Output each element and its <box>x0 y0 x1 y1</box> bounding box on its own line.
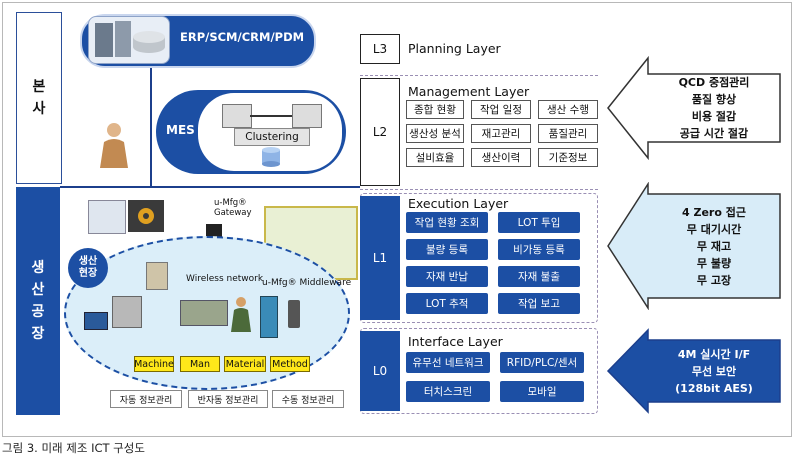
qcd-text: QCD 중점관리 품질 향상 비용 절감 공급 시간 절감 <box>678 76 750 140</box>
hq-band: 본 사 <box>16 12 62 184</box>
worker-icon <box>228 296 254 332</box>
layer-code-l2: L2 <box>360 78 400 186</box>
execution-cell: 작업 보고 <box>498 293 580 314</box>
interface-cell: 터치스크린 <box>406 381 490 402</box>
interface-cell: 모바일 <box>500 381 584 402</box>
execution-cell: 불량 등록 <box>406 239 488 260</box>
layer-title-l3: Planning Layer <box>408 41 501 56</box>
erp-label: ERP/SCM/CRM/PDM <box>180 30 305 44</box>
info-auto: 자동 정보관리 <box>110 390 182 408</box>
material-icon <box>260 296 278 338</box>
layer-code-l0: L0 <box>360 331 400 411</box>
site-label: 생산 현장 <box>78 256 98 279</box>
m4-machine: Machine <box>134 356 174 372</box>
layer-title-l2: Management Layer <box>408 84 530 99</box>
monitor-icon <box>84 312 108 330</box>
cluster-server-left-icon <box>222 104 252 128</box>
site-badge: 생산 현장 <box>68 248 108 288</box>
execution-grid: 작업 현황 조회 LOT 투입 불량 등록 비가동 등록 자재 반납 자재 불출… <box>406 212 580 314</box>
qcd-arrow-shape <box>607 56 781 160</box>
network-bus <box>60 186 360 188</box>
divider-2 <box>360 189 598 190</box>
management-grid: 종합 현황 작업 일정 생산 수행 생산성 분석 재고관리 품질관리 설비효율 … <box>406 100 598 167</box>
figure-caption: 그림 3. 미래 제조 ICT 구성도 <box>2 441 145 455</box>
execution-cell: LOT 추적 <box>406 293 488 314</box>
gear-icon <box>128 200 164 232</box>
interface-cell: RFID/PLC/센서 <box>500 352 584 373</box>
interface-grid: 유무선 네트워크 RFID/PLC/센서 터치스크린 모바일 <box>406 352 584 402</box>
management-cell: 생산성 분석 <box>406 124 464 143</box>
layer-code-l1: L1 <box>360 196 400 320</box>
cluster-server-right-icon <box>292 104 322 128</box>
factory-band: 생 산 공 장 <box>16 187 60 415</box>
clustering-label: Clustering <box>234 128 310 146</box>
m4-material: Material <box>224 356 266 372</box>
execution-cell: 자재 불출 <box>498 266 580 287</box>
layer-title-l1: Execution Layer <box>408 196 509 211</box>
execution-cell: 작업 현황 조회 <box>406 212 488 233</box>
zero-text: 4 Zero 접근 무 대기시간 무 재고 무 불량 무 고장 <box>682 205 746 287</box>
realtime-text: 4M 실시간 I/F 무선 보안 (128bit AES) <box>675 347 753 395</box>
management-cell: 생산 수행 <box>538 100 598 119</box>
manager-person-icon <box>94 120 134 170</box>
execution-cell: LOT 투입 <box>498 212 580 233</box>
cluster-link <box>250 115 292 117</box>
management-cell: 종합 현황 <box>406 100 464 119</box>
machine-icon <box>146 262 168 290</box>
mes-label: MES <box>166 123 195 137</box>
realtime-arrow-shape <box>606 328 781 414</box>
m4-method: Method <box>270 356 310 372</box>
interface-cell: 유무선 네트워크 <box>406 352 490 373</box>
management-cell: 생산이력 <box>471 148 531 167</box>
management-cell: 재고관리 <box>471 124 531 143</box>
management-cell: 작업 일정 <box>471 100 531 119</box>
vertical-link <box>150 68 152 186</box>
layer-code-l3: L3 <box>360 34 400 64</box>
gateway-label: u-Mfg® Gateway <box>214 198 252 218</box>
m4-man: Man <box>180 356 220 372</box>
machine-icon <box>180 300 228 326</box>
database-icon <box>260 146 282 168</box>
handheld-icon <box>288 300 300 328</box>
pc-icon <box>88 200 126 234</box>
factory-label: 생 산 공 장 <box>31 260 45 342</box>
middleware-label: u-Mfg® Middleware <box>262 278 352 288</box>
execution-cell: 비가동 등록 <box>498 239 580 260</box>
wireless-label: Wireless network <box>186 274 264 284</box>
management-cell: 설비효율 <box>406 148 464 167</box>
management-cell: 기준정보 <box>538 148 598 167</box>
machine-icon <box>112 296 142 328</box>
info-manual: 수동 정보관리 <box>272 390 344 408</box>
execution-cell: 자재 반납 <box>406 266 488 287</box>
zero-arrow-shape <box>607 182 781 310</box>
management-cell: 품질관리 <box>538 124 598 143</box>
hq-label: 본 사 <box>32 79 46 117</box>
divider-1 <box>360 75 598 76</box>
layer-title-l0: Interface Layer <box>408 334 503 349</box>
info-semiauto: 반자동 정보관리 <box>188 390 268 408</box>
erp-server-icon <box>88 16 170 64</box>
